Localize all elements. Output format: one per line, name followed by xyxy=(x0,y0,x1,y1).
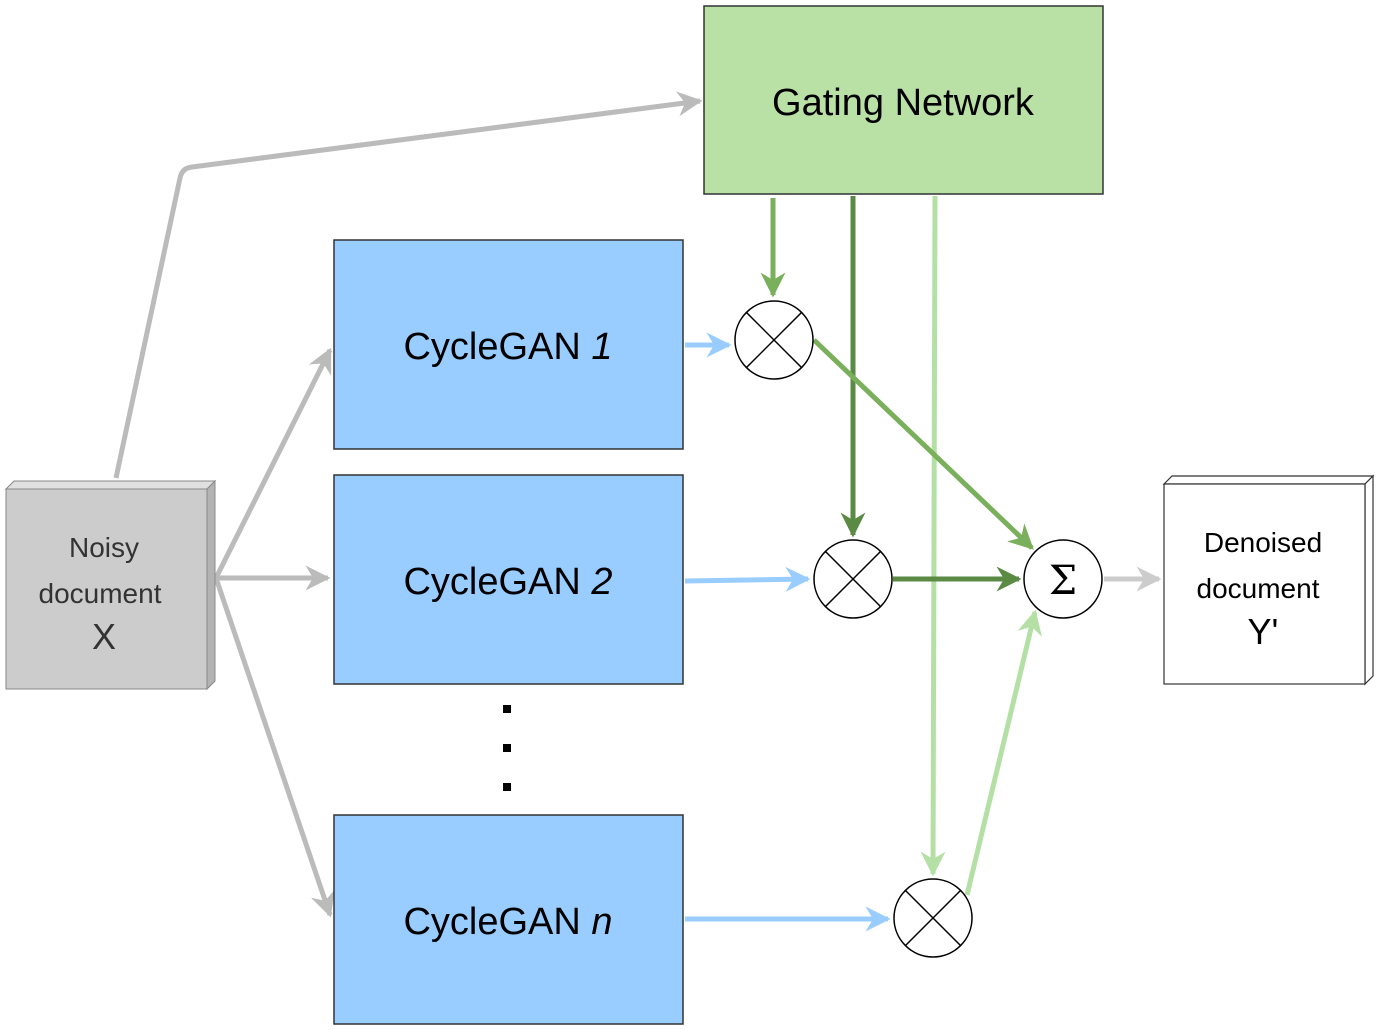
vertical-dots-icon xyxy=(503,705,511,791)
arrow-input-to-expert-1 xyxy=(213,347,333,580)
circled-times-icon xyxy=(734,300,814,380)
multiplier-n xyxy=(893,878,973,958)
expert-n-label: CycleGAN n xyxy=(403,901,612,943)
arrow-gate-to-multiplier-n xyxy=(920,195,946,877)
expert-1-label: CycleGAN 1 xyxy=(403,326,612,368)
arrow-input-to-expert-n xyxy=(213,577,335,918)
input-arrows xyxy=(113,91,703,918)
sigma-icon: Σ xyxy=(1049,558,1077,604)
input-symbol: X xyxy=(92,616,116,657)
arrow-multiplier-n-to-sum xyxy=(964,609,1042,896)
multiplier-2 xyxy=(813,539,893,619)
input-line1: Noisy xyxy=(69,532,139,563)
expert-2-label: CycleGAN 2 xyxy=(403,561,612,603)
expert-box-2: CycleGAN 2 xyxy=(333,474,684,685)
expert-box-1: CycleGAN 1 xyxy=(333,239,684,450)
arrow-multiplier-1-to-sum xyxy=(812,338,1034,550)
arrow-input-to-gating xyxy=(113,91,703,479)
circled-times-icon xyxy=(813,539,893,619)
input-document-box: Noisy document X xyxy=(4,479,217,691)
circled-times-icon xyxy=(893,878,973,958)
output-symbol: Y' xyxy=(1248,611,1279,652)
arrow-expert-2-to-multiplier-2 xyxy=(684,566,811,592)
output-line2: document xyxy=(1197,573,1320,604)
output-document-box: Denoised document Y' xyxy=(1162,474,1375,686)
expert-output-arrows xyxy=(684,332,891,932)
multiplier-1 xyxy=(734,300,814,380)
sum-node: Σ xyxy=(1023,539,1103,619)
output-line1: Denoised xyxy=(1204,527,1322,558)
input-line2: document xyxy=(39,578,162,609)
gating-network-box: Gating Network xyxy=(703,5,1104,195)
expert-box-n: CycleGAN n xyxy=(333,814,684,1025)
gating-network-label: Gating Network xyxy=(772,82,1035,124)
